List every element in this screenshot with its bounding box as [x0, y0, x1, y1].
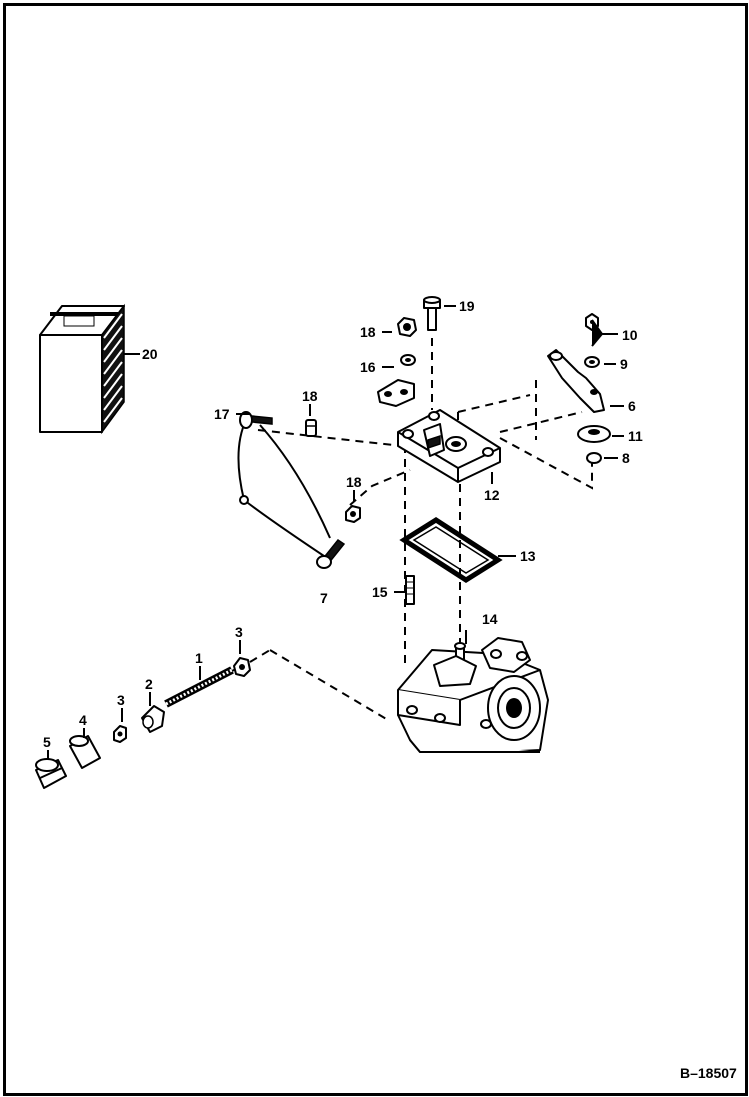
callout-8: 8: [622, 450, 630, 466]
callout-15: 15: [372, 584, 388, 600]
callout-17: 17: [214, 406, 230, 422]
callout-labels: 20 19 18 16 17 18 18 10 9 6 11 8 12 13 1…: [43, 298, 643, 750]
part-3-nut-right: [233, 657, 251, 677]
part-16-washer: [400, 354, 416, 366]
part-18-nut-middle: [345, 505, 361, 523]
callout-4: 4: [79, 712, 87, 728]
part-8-ring: [586, 452, 602, 464]
callout-3-left: 3: [117, 692, 125, 708]
callout-10: 10: [622, 327, 638, 343]
part-1-rod: [164, 666, 234, 708]
callout-7: 7: [320, 590, 328, 606]
part-18-nut-left: [305, 419, 317, 437]
part-19-bolt: [423, 296, 441, 331]
assembly-lines: [229, 338, 593, 721]
part-4-sleeve: [69, 735, 101, 769]
callout-1: 1: [195, 650, 203, 666]
callout-13: 13: [520, 548, 536, 564]
part-18-nut-top: [397, 317, 417, 337]
part-13-gasket: [399, 517, 503, 583]
callout-14: 14: [482, 611, 498, 627]
callout-6: 6: [628, 398, 636, 414]
part-6-lever: [547, 349, 605, 413]
callout-2: 2: [145, 676, 153, 692]
part-11-washer: [577, 425, 611, 443]
callout-5: 5: [43, 734, 51, 750]
part-12-cover: [397, 409, 501, 483]
callout-18-left: 18: [302, 388, 318, 404]
part-5-cap: [35, 758, 67, 789]
callout-3-right: 3: [235, 624, 243, 640]
part-3-nut-left: [113, 725, 127, 743]
callout-20: 20: [142, 346, 158, 362]
part-9-washer: [584, 356, 600, 368]
callout-18-top: 18: [360, 324, 376, 340]
part-2-coupler: [141, 705, 165, 733]
callout-11: 11: [628, 428, 643, 444]
bracket-plate: [377, 379, 415, 407]
callout-12: 12: [484, 487, 500, 503]
part-15-stud: [405, 575, 415, 605]
part-14-housing: [397, 637, 549, 753]
callout-16: 16: [360, 359, 376, 375]
diagram-frame: [3, 3, 748, 1096]
part-17-linkage: [237, 411, 346, 569]
callout-19: 19: [459, 298, 475, 314]
callout-18-middle: 18: [346, 474, 362, 490]
part-20-box: [39, 303, 125, 435]
leader-lines: [47, 305, 624, 760]
figure-reference: B–18507: [680, 1065, 737, 1081]
callout-9: 9: [620, 356, 628, 372]
